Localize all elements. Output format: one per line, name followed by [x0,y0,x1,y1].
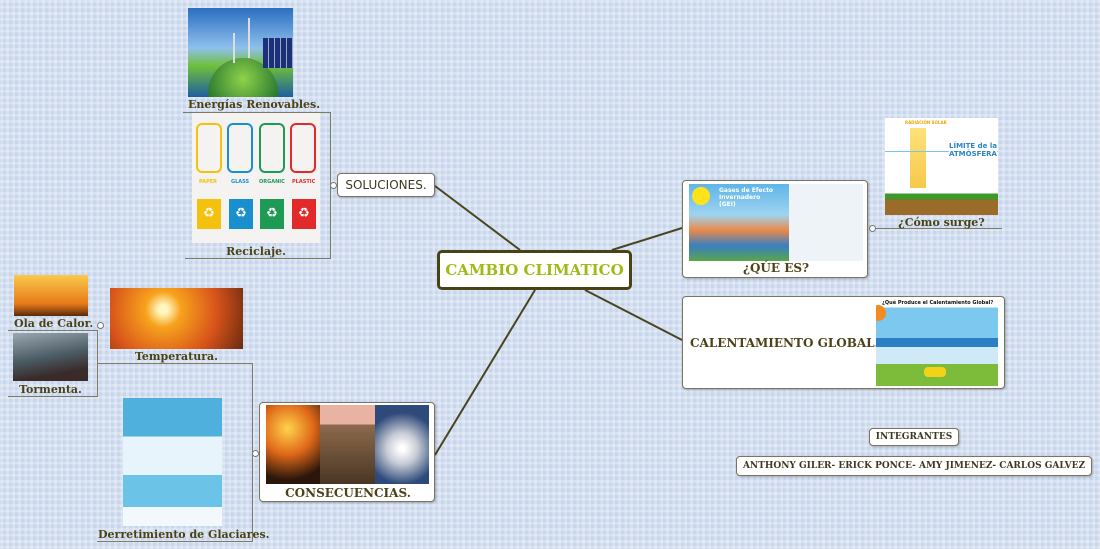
bracket-line [252,363,253,541]
central-topic-title: CAMBIO CLIMATICO [445,261,624,279]
central-topic[interactable]: CAMBIO CLIMATICO [437,250,632,290]
tormenta-label[interactable]: Tormenta. [19,383,82,396]
bracket-line [185,258,331,259]
atmosphere-limit-text: LÍMITE de la ATMÓSFERA [949,142,997,158]
topic-que-es[interactable]: Gases de Efecto Invernadero (GEI) ¿QÚE E… [682,180,868,278]
topic-calentamiento-global[interactable]: CALENTAMIENTO GLOBAL. ¿Qué Produce el Ca… [682,296,1005,389]
topic-soluciones-label: SOLUCIONES. [345,178,427,192]
members-names[interactable]: ANTHONY GILER- ERICK PONCE- AMY JIMENEZ-… [736,456,1092,476]
topic-que-es-label: ¿QÚE ES? [742,261,810,275]
heat-wave-image [14,275,88,316]
bracket-line [97,330,98,397]
temperature-image [110,288,243,349]
collapse-toggle-temperatura[interactable] [97,322,104,329]
greenhouse-gases-image: Gases de Efecto Invernadero (GEI) [689,184,863,261]
recycle-icon: ♻ [229,199,253,229]
bracket-line [8,330,97,331]
collapse-toggle-soluciones[interactable] [330,182,337,189]
renewable-energy-image [188,8,293,97]
greenhouse-image-title: Gases de Efecto Invernadero (GEI) [719,187,774,208]
reciclaje-label[interactable]: Reciclaje. [226,245,286,258]
members-names-label: ANTHONY GILER- ERICK PONCE- AMY JIMENEZ-… [742,461,1086,471]
recycle-icon: ♻ [197,199,221,229]
sun-icon [692,187,710,205]
bin-label-plastic: PLASTIC [292,179,316,185]
ola-de-calor-label[interactable]: Ola de Calor. [14,317,94,330]
greenhouse-effect-image: RADIACIÓN SOLAR LÍMITE de la ATMÓSFERA [885,118,998,215]
bracket-line [330,113,331,259]
glacier-melting-image [123,398,222,526]
global-warming-image: ¿Qué Produce el Calentamiento Global? [876,299,998,386]
branch-line [876,228,1002,229]
collapse-toggle-consecuencias[interactable] [252,450,259,457]
recycling-bins-image: PAPER GLASS ORGANIC PLASTIC ♻ ♻ ♻ ♻ [192,113,320,243]
bin-label-paper: PAPER [199,179,218,185]
integrantes-topic[interactable]: INTEGRANTES [869,428,959,446]
integrantes-label: INTEGRANTES [875,432,953,442]
bracket-line [8,396,98,397]
derretimiento-label[interactable]: Derretimiento de Glaciares. [98,528,270,541]
drought-image [320,405,375,484]
bracket-line [97,363,253,364]
wildfire-image [266,405,321,484]
global-warming-image-title: ¿Qué Produce el Calentamiento Global? [882,300,994,306]
recycle-icon: ♻ [292,199,316,229]
bin-label-organic: ORGANIC [259,179,285,185]
consequences-image [266,405,429,484]
solar-radiation-text: RADIACIÓN SOLAR [905,120,947,125]
storm-image [13,333,88,381]
energias-renovables-label[interactable]: Energías Renovables. [188,98,321,111]
collapse-toggle-que-es[interactable] [869,225,876,232]
sun-icon [876,305,886,321]
recycle-icon: ♻ [260,199,284,229]
como-surge-label[interactable]: ¿Cómo surge? [898,216,985,229]
topic-consecuencias[interactable]: CONSECUENCIAS. [259,402,435,502]
bracket-line [183,112,331,113]
topic-calentamiento-label: CALENTAMIENTO GLOBAL. [690,336,879,350]
temperatura-label[interactable]: Temperatura. [134,350,218,363]
bracket-line [97,541,253,542]
topic-consecuencias-label: CONSECUENCIAS. [285,486,411,500]
bin-label-glass: GLASS [231,179,250,185]
hurricane-image [374,405,429,484]
car-icon [924,367,946,377]
topic-soluciones[interactable]: SOLUCIONES. [337,173,435,197]
